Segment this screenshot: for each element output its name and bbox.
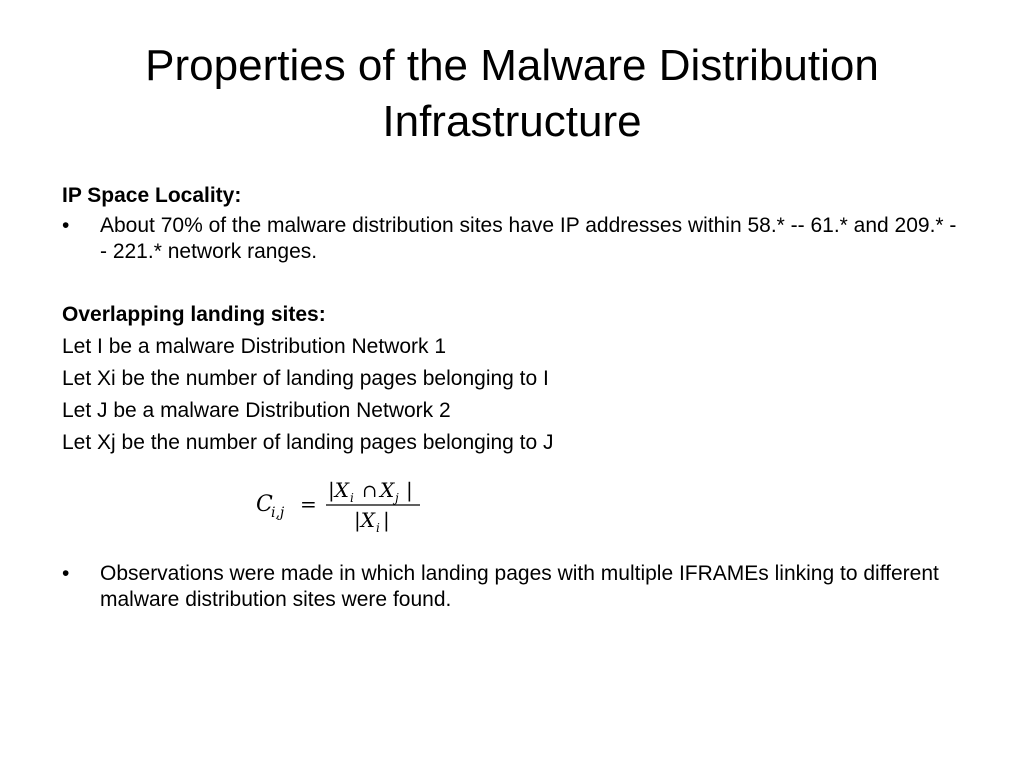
ip-space-bullet: • About 70% of the malware distribution … bbox=[62, 213, 962, 265]
slide-content: IP Space Locality: • About 70% of the ma… bbox=[62, 183, 962, 613]
formula-num-close: | bbox=[406, 478, 413, 503]
formula-svg: C i,j = |X i ∩ X j | |X i | bbox=[256, 478, 420, 535]
formula-num-open: |X bbox=[328, 478, 350, 503]
formula-lhs: C bbox=[256, 492, 273, 517]
formula-num-x2: X bbox=[378, 478, 395, 502]
observation-bullet-text: Observations were made in which landing … bbox=[100, 562, 939, 611]
ip-space-heading: IP Space Locality: bbox=[62, 184, 242, 207]
observation-bullet: • Observations were made in which landin… bbox=[62, 561, 962, 613]
slide-title: Properties of the Malware Distribution I… bbox=[145, 41, 879, 146]
bullet-glyph: • bbox=[62, 562, 70, 585]
formula-num-sub-i: i bbox=[350, 491, 354, 505]
overlap-formula: C i,j = |X i ∩ X j | |X i | bbox=[254, 471, 962, 535]
formula-cap: ∩ bbox=[362, 481, 377, 502]
ip-space-bullet-text: About 70% of the malware distribution si… bbox=[100, 214, 957, 263]
formula-lhs-sub: i,j bbox=[271, 505, 285, 521]
overlap-heading: Overlapping landing sites: bbox=[62, 303, 326, 326]
formula-den-sub: i bbox=[376, 521, 380, 535]
bullet-glyph: • bbox=[62, 214, 70, 237]
formula-den-open: |X bbox=[354, 508, 376, 533]
overlap-line-4: Let Xj be the number of landing pages be… bbox=[62, 431, 554, 454]
formula-den-close: | bbox=[383, 508, 390, 533]
overlap-line-2: Let Xi be the number of landing pages be… bbox=[62, 367, 549, 390]
overlap-line-1: Let I be a malware Distribution Network … bbox=[62, 335, 446, 358]
overlap-line-3: Let J be a malware Distribution Network … bbox=[62, 399, 451, 422]
formula-equals: = bbox=[300, 492, 317, 516]
formula-num-sub-j: j bbox=[392, 491, 399, 505]
